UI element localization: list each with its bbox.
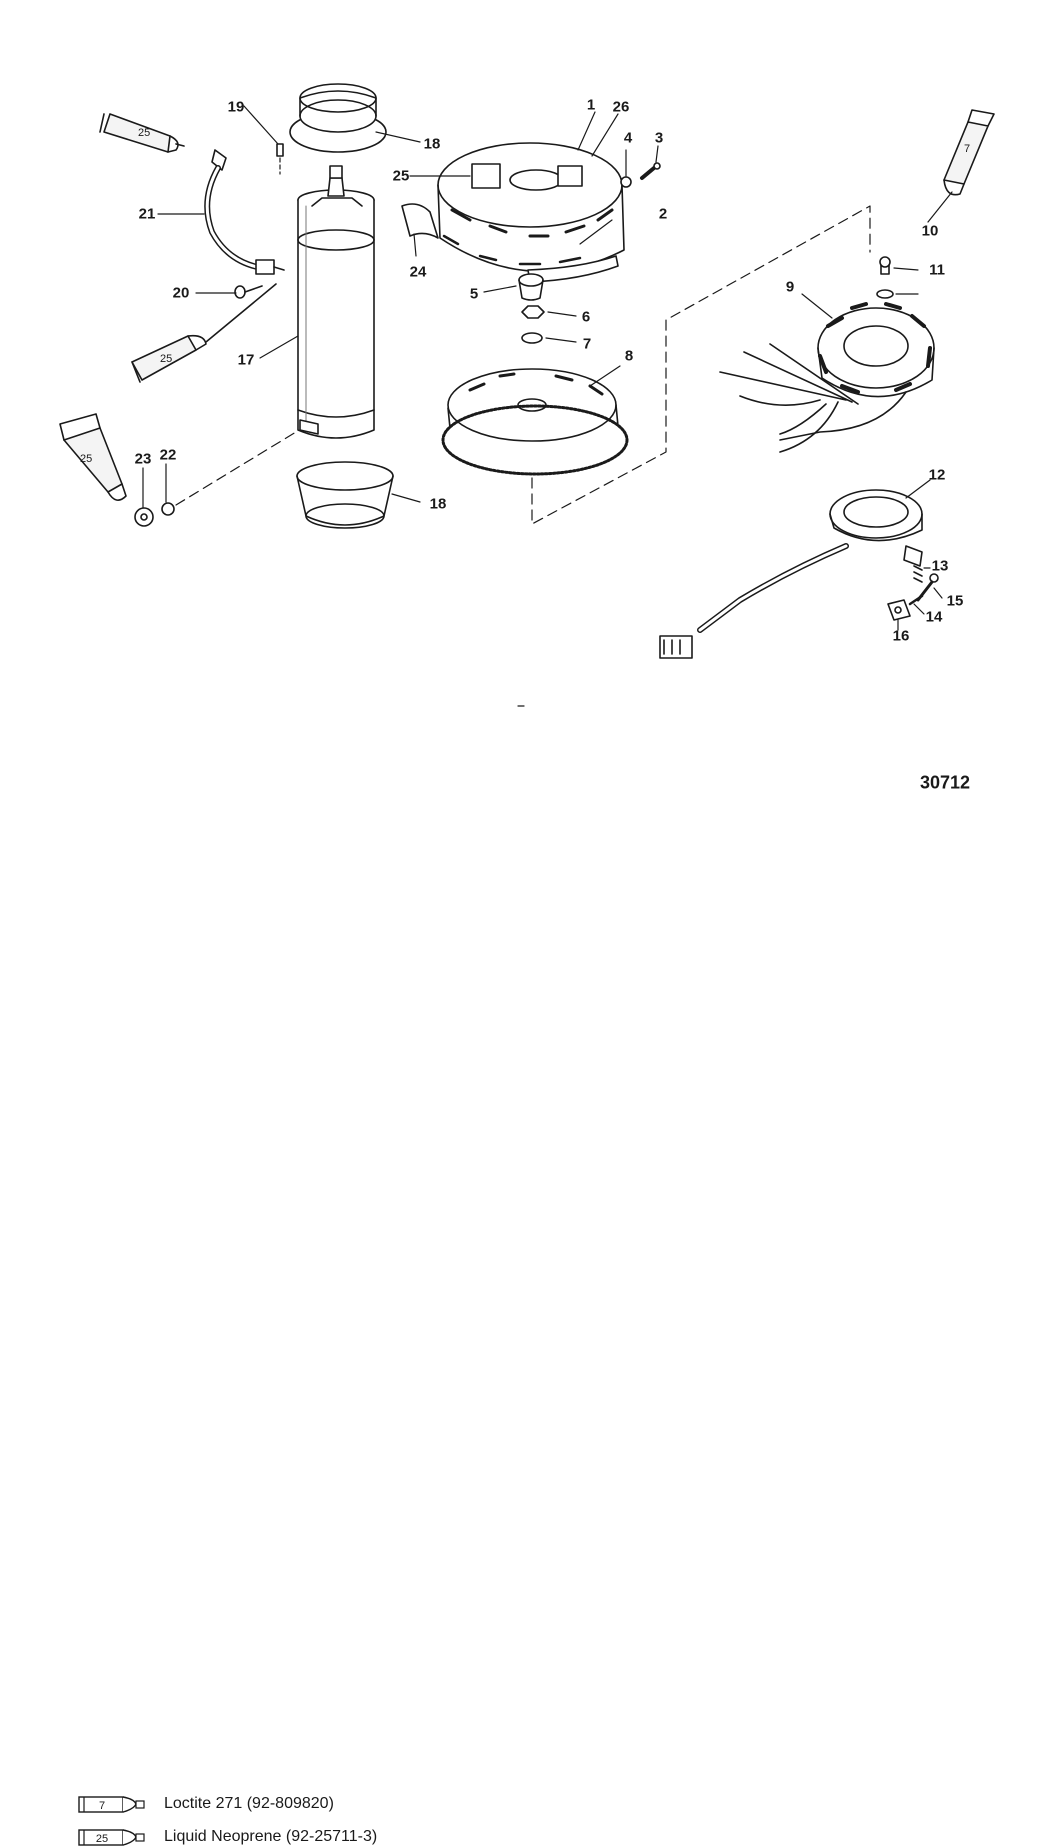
callout-19: 19 — [227, 98, 245, 116]
washer-11 — [876, 289, 894, 299]
callout-5: 5 — [469, 285, 479, 303]
screw-14 — [908, 594, 924, 606]
screw-10 — [879, 256, 891, 275]
sealant-tube-25-bottom: 25 — [59, 413, 127, 501]
legend-text: Loctite 271 (92-809820) — [164, 1795, 334, 1812]
tube-label: 7 — [964, 143, 970, 155]
figure-number: 30712 — [919, 772, 971, 793]
callout-24: 24 — [409, 263, 427, 281]
rubber-collar-upper — [289, 83, 387, 153]
bracket-16 — [887, 599, 911, 621]
callout-4: 4 — [623, 129, 633, 147]
decal-24 — [401, 203, 439, 239]
washer-22 — [161, 502, 175, 516]
callout-18-upper: 18 — [423, 135, 441, 153]
callout-26: 26 — [612, 98, 630, 116]
callout-25: 25 — [392, 167, 410, 185]
spring-13 — [913, 565, 923, 583]
callout-11: 11 — [929, 261, 945, 279]
legend-tube-number: 7 — [99, 1800, 105, 1812]
flywheel-cover — [437, 142, 625, 273]
flywheel — [441, 368, 629, 476]
callout-21: 21 — [138, 205, 156, 223]
sealant-tube-icon: 7 — [78, 1796, 145, 1813]
washer-4 — [620, 176, 632, 188]
callout-12: 12 — [928, 466, 946, 484]
exploded-parts-diagram: 25 25 — [59, 83, 995, 1846]
screw-19 — [276, 143, 284, 175]
rubber-collar-lower — [296, 461, 394, 529]
callout-15: 15 — [946, 592, 964, 610]
legend-item-loctite: 7 Loctite 271 (92-809820) — [78, 1793, 334, 1815]
sealant-tube-25-mid: 25 — [131, 283, 277, 383]
band-2 — [527, 255, 619, 283]
sealant-tube-7: 7 — [943, 109, 995, 196]
tube-label: 25 — [80, 453, 92, 465]
callout-7: 7 — [582, 335, 592, 353]
nut-23 — [134, 507, 154, 527]
callout-22: 22 — [159, 446, 177, 464]
sealant-tube-icon: 25 — [78, 1829, 145, 1846]
callout-3: 3 — [654, 129, 664, 147]
starter-cable — [204, 149, 285, 275]
ignition-trigger — [659, 489, 923, 659]
assembly-line — [175, 431, 297, 506]
sealant-tube-25-top: 25 — [99, 113, 185, 153]
callout-20: 20 — [172, 284, 190, 302]
callout-23: 23 — [134, 450, 152, 468]
callout-6: 6 — [581, 308, 591, 326]
callout-9: 9 — [785, 278, 795, 296]
callout-18-lower: 18 — [429, 495, 447, 513]
washer-7 — [521, 332, 543, 344]
nut-6 — [521, 305, 545, 319]
tube-label: 25 — [160, 353, 172, 365]
screw-3 — [640, 162, 661, 180]
callout-2: 2 — [658, 205, 668, 223]
callout-17: 17 — [237, 351, 255, 369]
callout-1: 1 — [586, 96, 596, 114]
assembly-line — [531, 205, 871, 525]
hub-5 — [518, 273, 544, 301]
legend-text: Liquid Neoprene (92-25711-3) — [164, 1828, 378, 1845]
stator — [719, 302, 935, 453]
legend-tube-number: 25 — [96, 1833, 108, 1845]
tube-label: 25 — [138, 127, 150, 139]
diagram-drawing: 25 25 — [59, 83, 995, 707]
screw-20 — [234, 285, 263, 299]
starter-motor — [297, 165, 375, 439]
callout-10: 10 — [921, 222, 939, 240]
callout-16: 16 — [892, 627, 910, 645]
callout-14: 14 — [925, 608, 943, 626]
callout-8: 8 — [624, 347, 634, 365]
callout-13: 13 — [931, 557, 949, 575]
legend-item-neoprene: 25 Liquid Neoprene (92-25711-3) — [78, 1826, 377, 1848]
leader-lines — [142, 105, 953, 631]
